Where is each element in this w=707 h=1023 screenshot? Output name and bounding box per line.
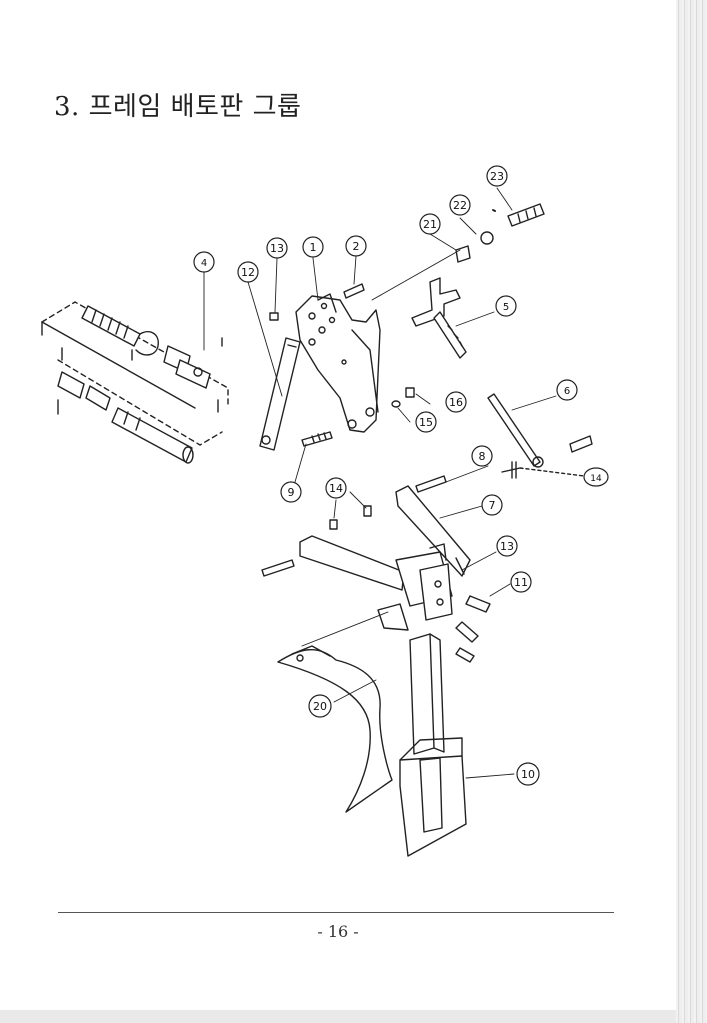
bolt-thread xyxy=(311,432,327,443)
callout-14-right: 14 xyxy=(583,467,609,487)
callout-8: 8 xyxy=(471,445,493,467)
shank-10 xyxy=(399,633,467,857)
callout-8-label: 8 xyxy=(479,450,486,463)
brace-arm-12 xyxy=(259,337,301,451)
page-edge xyxy=(676,0,707,1023)
bolt-23 xyxy=(507,203,545,227)
callout-7-label: 7 xyxy=(489,499,496,512)
callout-7: 7 xyxy=(481,494,503,516)
callout-6-label: 6 xyxy=(564,386,570,397)
callout-13-top-label: 13 xyxy=(270,242,284,255)
callout-16-label: 16 xyxy=(449,396,463,409)
nut-13 xyxy=(269,312,279,321)
callout-4: 4 xyxy=(193,251,215,273)
callout-13-top: 13 xyxy=(266,237,288,259)
drive-shaft-assembly xyxy=(41,301,229,464)
mast-plate-1 xyxy=(295,293,381,433)
callout-6: 6 xyxy=(556,379,578,401)
callout-21-label: 21 xyxy=(423,218,437,231)
callout-11: 11 xyxy=(510,571,532,593)
callouts: 4 12 13 1 2 21 22 23 xyxy=(193,165,609,786)
nut-16 xyxy=(405,387,415,398)
bolt-9 xyxy=(301,431,333,447)
adjust-handle-5 xyxy=(411,277,467,359)
callout-14-left: 14 xyxy=(325,477,347,499)
callout-4-label: 4 xyxy=(201,258,207,269)
page-number: - 16 - xyxy=(317,922,359,941)
callout-22-label: 22 xyxy=(453,199,467,212)
callout-14-left-label: 14 xyxy=(329,482,343,495)
callout-10: 10 xyxy=(516,762,540,786)
callout-22: 22 xyxy=(449,194,471,216)
callout-23-label: 23 xyxy=(490,170,504,183)
callout-14-right-label: 14 xyxy=(590,474,602,484)
nut-21 xyxy=(455,245,471,263)
callout-12-label: 12 xyxy=(241,266,255,279)
callout-2-label: 2 xyxy=(353,240,360,253)
pin-2 xyxy=(343,283,365,299)
callout-5: 5 xyxy=(495,295,517,317)
footer-rule xyxy=(58,912,614,913)
washer-15 xyxy=(391,400,401,408)
leader-lines xyxy=(203,187,557,779)
manual-page xyxy=(0,0,676,1010)
callout-21: 21 xyxy=(419,213,441,235)
callout-13-right: 13 xyxy=(496,535,518,557)
dot xyxy=(492,209,496,212)
leader-assembly xyxy=(371,249,461,301)
callout-11-label: 11 xyxy=(514,576,528,589)
lever-rod-6 xyxy=(487,393,593,479)
callout-9-label: 9 xyxy=(288,486,295,499)
callout-15-label: 15 xyxy=(419,416,433,429)
callout-12: 12 xyxy=(237,261,259,283)
section-title: 3. 프레임 배토판 그룹 xyxy=(54,92,302,122)
moldboard-20 xyxy=(277,603,409,813)
callout-20-label: 20 xyxy=(313,700,327,713)
callout-20: 20 xyxy=(308,694,332,718)
callout-2: 2 xyxy=(345,235,367,257)
callout-1: 1 xyxy=(302,236,324,258)
callout-10-label: 10 xyxy=(521,768,535,781)
callout-13-right-label: 13 xyxy=(500,540,514,553)
callout-16: 16 xyxy=(445,391,467,413)
callout-9: 9 xyxy=(280,481,302,503)
washer-22 xyxy=(480,231,494,245)
callout-15: 15 xyxy=(415,411,437,433)
bolt-23-thread xyxy=(517,207,537,223)
callout-23: 23 xyxy=(486,165,508,187)
callout-1-label: 1 xyxy=(310,241,317,254)
callout-5-label: 5 xyxy=(503,302,509,313)
beam-frame-7 xyxy=(261,475,491,663)
